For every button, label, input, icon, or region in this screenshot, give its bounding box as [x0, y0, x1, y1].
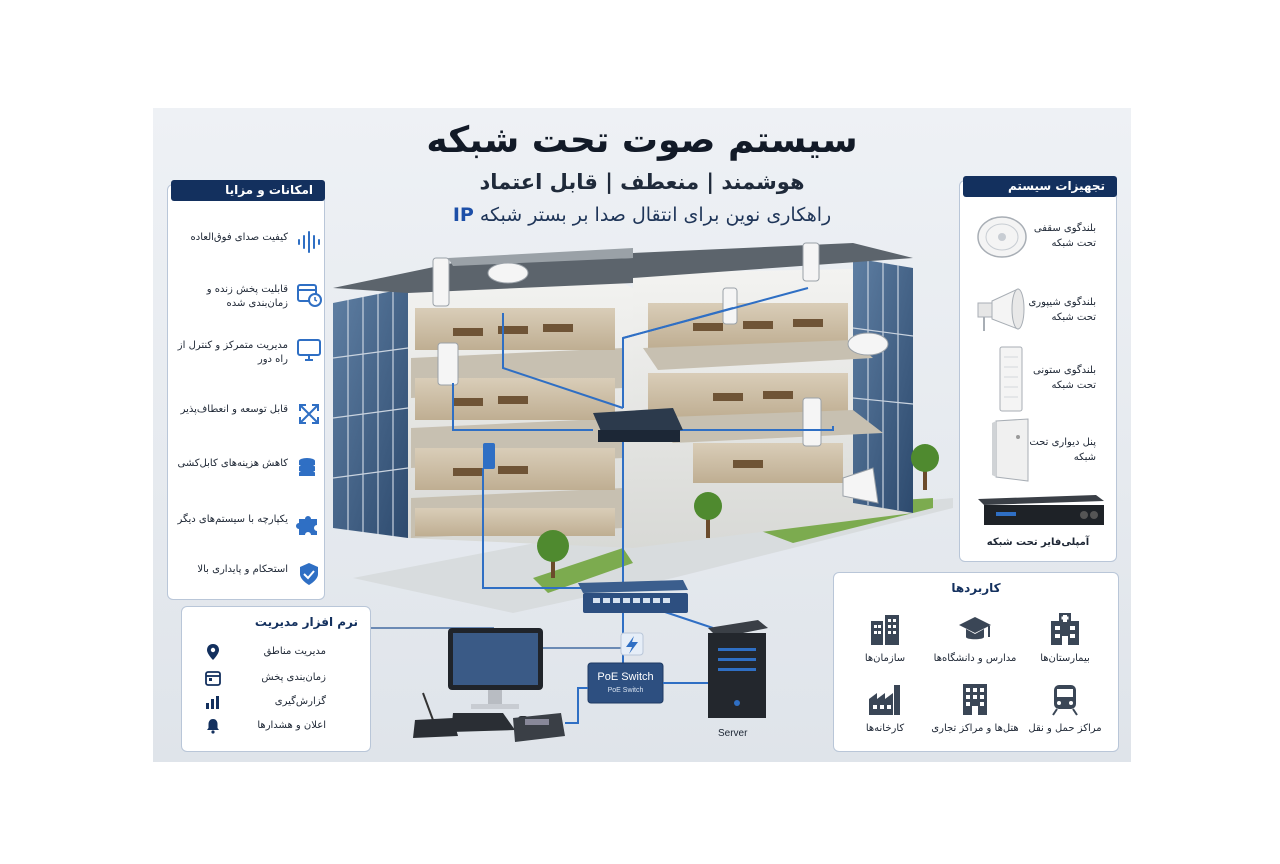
feature-item: کیفیت صدای فوق‌العاده: [168, 225, 328, 265]
feature-item: یکپارچه با سیستم‌های دیگر: [168, 507, 328, 547]
right-wing: [633, 258, 914, 548]
equipment-item: پنل دیواری تحت شبکه: [960, 417, 1110, 485]
software-item: اعلان و هشدارها: [192, 717, 362, 739]
bell-icon: [207, 719, 219, 734]
feature-item: قابل توسعه و انعطاف‌پذیر: [168, 397, 328, 437]
software-panel-heading: نرم افزار مدیریت: [254, 615, 358, 629]
coin-stack-icon: [299, 458, 315, 476]
office-furniture: [453, 319, 823, 476]
feature-label: کاهش هزینه‌های کابل‌کشی: [177, 458, 288, 469]
equipment-label: بلندگوی ستونی تحت شبکه: [1033, 365, 1096, 391]
application-item: مراکز حمل و نقل: [1020, 681, 1110, 741]
equipment-item: بلندگوی سقفی تحت شبکه: [960, 203, 1110, 271]
tagline-text: راهکاری نوین برای انتقال صدا بر بستر شبک…: [479, 204, 832, 226]
server-label: Server: [718, 728, 748, 739]
application-item: بیمارستان‌ها: [1020, 611, 1110, 671]
poe-switch-sublabel: PoE Switch: [607, 687, 644, 694]
server-tower: [708, 620, 768, 718]
features-panel: امکانات و مزایا کیفیت صدای فوق‌العاده قا…: [167, 180, 328, 600]
software-item: مدیریت مناطق: [192, 643, 362, 665]
application-label: بیمارستان‌ها: [1040, 653, 1090, 664]
software-label: اعلان و هشدارها: [257, 720, 326, 731]
building-speakers: [432, 242, 889, 504]
features-panel-heading: امکانات و مزایا: [171, 180, 325, 201]
main-network-switch: [578, 580, 688, 613]
software-panel: نرم افزار مدیریت مدیریت مناطق زمان‌بندی …: [181, 606, 371, 752]
application-item: سازمان‌ها: [840, 611, 930, 671]
column-speaker-icon: [999, 346, 1023, 412]
equipment-label: بلندگوی سقفی تحت شبکه: [1033, 223, 1096, 249]
poster-subtitle: هوشمند | منعطف | قابل اعتماد: [479, 170, 805, 194]
infographic-poster: سیستم صوت تحت شبکه هوشمند | منعطف | قابل…: [153, 108, 1131, 762]
applications-panel-heading: کاربردها: [951, 581, 1001, 595]
application-label: هتل‌ها و مراکز تجاری: [931, 723, 1019, 734]
equipment-item: بلندگوی ستونی تحت شبکه: [960, 345, 1110, 413]
poster-title: سیستم صوت تحت شبکه: [426, 120, 858, 161]
poe-lightning-icon: [620, 632, 644, 656]
software-item: زمان‌بندی پخش: [192, 669, 362, 691]
feature-item: مدیریت متمرکز و کنترل از راه دور: [168, 333, 328, 373]
bar-chart-icon: [206, 696, 219, 709]
paging-microphone: [413, 692, 458, 738]
application-label: مراکز حمل و نقل: [1028, 723, 1102, 734]
feature-label: قابل توسعه و انعطاف‌پذیر: [180, 404, 288, 415]
applications-panel: کاربردها بیمارستان‌ها مدارس و دانشگاه‌ها: [833, 572, 1119, 752]
ceiling-speaker-icon: [977, 216, 1027, 258]
software-label: زمان‌بندی پخش: [261, 672, 326, 683]
application-label: مدارس و دانشگاه‌ها: [933, 653, 1017, 664]
calendar-icon: [205, 671, 221, 686]
equipment-label: بلندگوی شیپوری تحت شبکه: [1028, 297, 1096, 323]
feature-label: قابلیت پخش زنده و زمان‌بندی شده: [206, 284, 288, 309]
building-illustration: [188, 242, 953, 742]
application-item: هتل‌ها و مراکز تجاری: [930, 681, 1020, 741]
monitor-icon: [297, 339, 321, 361]
equipment-panel-heading: تجهیزات سیستم: [963, 176, 1117, 197]
horn-speaker-icon: [977, 288, 1025, 331]
poe-switch-device: [587, 662, 664, 704]
calendar-clock-icon: [297, 284, 322, 307]
tagline-highlight: IP: [452, 204, 474, 226]
train-icon: [1052, 685, 1078, 716]
hospital-icon: [1051, 613, 1079, 645]
application-item: کارخانه‌ها: [840, 681, 930, 741]
puzzle-icon: [296, 516, 317, 535]
feature-label: استحکام و پایداری بالا: [197, 564, 288, 575]
console-cable: [565, 687, 588, 724]
feature-item: کاهش هزینه‌های کابل‌کشی: [168, 451, 328, 491]
software-item: گزارش‌گیری: [192, 693, 362, 715]
hotel-icon: [963, 684, 987, 715]
software-label: مدیریت مناطق: [263, 646, 326, 657]
equipment-panel: تجهیزات سیستم بلندگوی سقفی تحت شبکه بلند…: [959, 176, 1117, 562]
shield-check-icon: [300, 563, 318, 585]
factory-icon: [869, 685, 900, 715]
expand-arrows-icon: [299, 404, 319, 424]
office-buildings-icon: [871, 615, 899, 645]
trees: [537, 444, 939, 578]
sound-wave-icon: [298, 231, 320, 253]
application-item: مدارس و دانشگاه‌ها: [930, 611, 1020, 671]
roof: [333, 243, 913, 293]
paging-console: [513, 713, 565, 742]
amplifier-label: آمپلی‌فایر تحت شبکه: [986, 537, 1090, 548]
building-network-switch: [593, 408, 683, 442]
equipment-label: پنل دیواری تحت شبکه: [1029, 437, 1096, 463]
application-label: کارخانه‌ها: [865, 723, 905, 734]
wall-panel-icon: [992, 418, 1029, 482]
software-label: گزارش‌گیری: [274, 696, 326, 707]
desktop-computer: [448, 628, 543, 732]
poster-tagline: راهکاری نوین برای انتقال صدا بر بستر شبک…: [153, 204, 1131, 226]
graduation-cap-icon: [959, 617, 991, 640]
equipment-item: بلندگوی شیپوری تحت شبکه: [960, 277, 1110, 345]
feature-label: یکپارچه با سیستم‌های دیگر: [177, 514, 288, 525]
feature-label: مدیریت متمرکز و کنترل از راه دور: [177, 340, 288, 365]
location-pin-icon: [207, 644, 219, 660]
amplifier-icon: [978, 495, 1104, 525]
feature-label: کیفیت صدای فوق‌العاده: [190, 232, 288, 243]
feature-item: قابلیت پخش زنده و زمان‌بندی شده: [168, 277, 328, 317]
application-label: سازمان‌ها: [864, 653, 906, 664]
poe-switch-label: PoE Switch: [597, 671, 654, 683]
feature-item: استحکام و پایداری بالا: [168, 557, 328, 597]
